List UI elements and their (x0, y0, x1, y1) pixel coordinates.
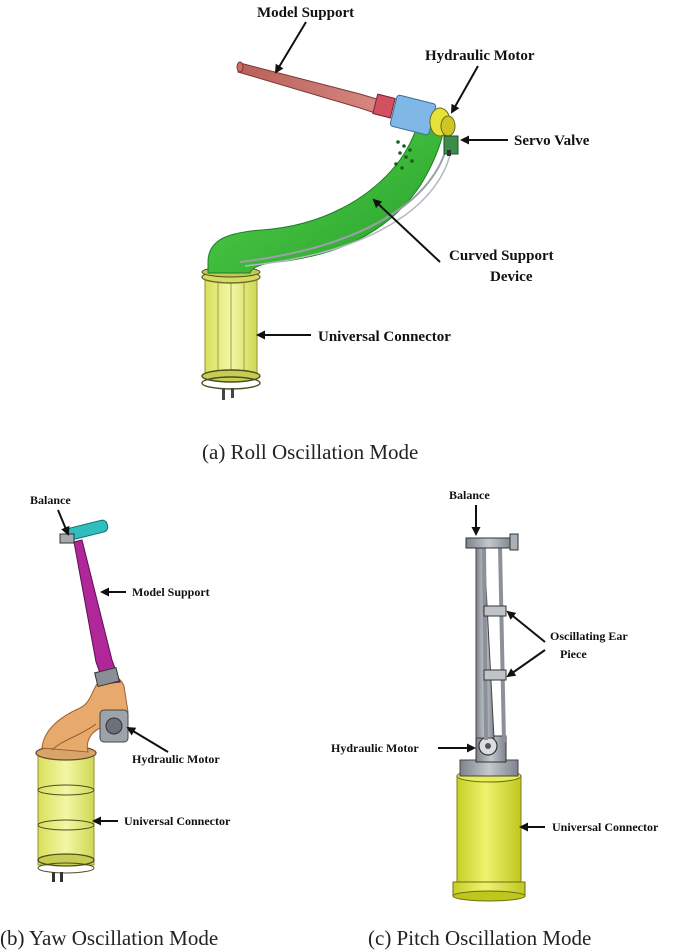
label-hydraulic-motor-c: Hydraulic Motor (331, 741, 419, 755)
universal-connector-c (452, 769, 526, 902)
model-support-a (236, 61, 396, 119)
oscillating-ear-piece-upper (483, 605, 507, 617)
curved-support-holes (394, 140, 414, 170)
label-servo-valve-a: Servo Valve (514, 133, 590, 149)
label-model-support-a: Model Support (257, 5, 354, 21)
pitch-mode-diagram: Balance Oscillating Ear Piece Hydraulic … (331, 488, 659, 950)
oscillating-ear-piece-lower (483, 669, 507, 681)
caption-roll-mode: (a) Roll Oscillation Mode (202, 440, 418, 464)
label-oscillating-ear-line2: Piece (560, 647, 587, 661)
label-balance-b: Balance (30, 493, 71, 507)
label-balance-c: Balance (449, 488, 490, 502)
label-hydraulic-motor-b: Hydraulic Motor (132, 752, 220, 766)
servo-valve-a (443, 135, 459, 156)
label-model-support-b: Model Support (132, 585, 210, 599)
oscillating-link-left (482, 545, 488, 741)
oscillating-link-right (498, 545, 506, 743)
hydraulic-motor-b (99, 709, 129, 743)
roll-mode-diagram: Model Support Hydraulic Motor Servo Valv… (201, 5, 590, 464)
label-oscillating-ear-line1: Oscillating Ear (550, 629, 628, 643)
model-support-b (73, 539, 121, 685)
label-universal-connector-c: Universal Connector (552, 820, 659, 834)
label-universal-connector-b: Universal Connector (124, 814, 231, 828)
hydraulic-motor-c (475, 735, 507, 763)
blue-adapter (389, 94, 437, 136)
balance-c (465, 533, 519, 551)
yaw-mode-diagram: Balance Model Support Hydraulic Motor Un… (0, 493, 231, 950)
hydraulic-motor-a (429, 107, 456, 137)
label-universal-connector-a: Universal Connector (318, 329, 451, 345)
caption-pitch-mode: (c) Pitch Oscillation Mode (368, 926, 591, 950)
caption-yaw-mode: (b) Yaw Oscillation Mode (0, 926, 218, 950)
label-hydraulic-motor-a: Hydraulic Motor (425, 48, 535, 64)
universal-connector-a (201, 266, 261, 400)
universal-connector-b (35, 745, 97, 882)
label-curved-support-a-line2: Device (490, 269, 533, 285)
hydraulic-lines (239, 139, 449, 263)
label-curved-support-a-line1: Curved Support (449, 248, 554, 264)
